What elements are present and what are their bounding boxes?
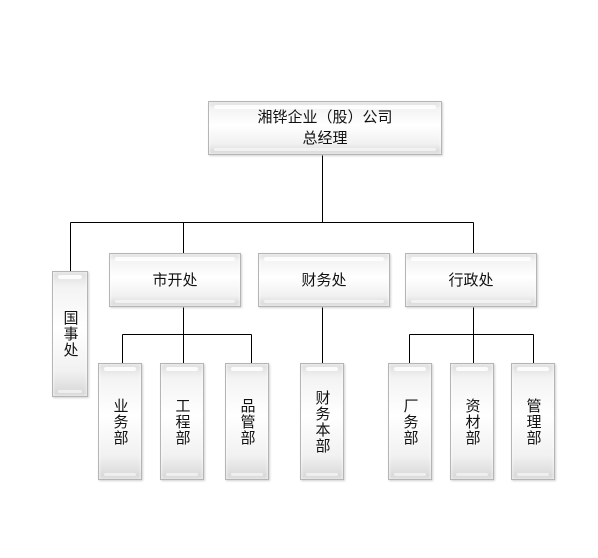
unit-label-finance-hq: 财务本部 <box>313 389 332 454</box>
unit-label-quality: 品管部 <box>238 397 257 446</box>
dept-box-market: 市开处 <box>109 253 241 307</box>
dept-box-affairs: 国事处 <box>52 271 88 397</box>
unit-box-quality: 品管部 <box>225 363 269 480</box>
dept-label-affairs: 国事处 <box>61 310 80 358</box>
unit-box-factory: 厂务部 <box>388 363 432 480</box>
root-title: 总经理 <box>302 129 348 147</box>
dept-box-admin: 行政处 <box>405 253 537 307</box>
unit-box-engineering: 工程部 <box>160 363 204 480</box>
unit-label-management: 管理部 <box>524 397 543 446</box>
unit-label-materials: 资材部 <box>463 397 482 446</box>
unit-label-engineering: 工程部 <box>173 397 192 446</box>
dept-label-market: 市开处 <box>152 270 198 289</box>
company-name: 湘铧企业（股）公司 <box>257 108 393 126</box>
root-box: 湘铧企业（股）公司 总经理 <box>208 101 442 155</box>
dept-box-finance: 财务处 <box>258 253 390 307</box>
unit-label-business: 业务部 <box>111 397 130 446</box>
unit-box-business: 业务部 <box>98 363 142 480</box>
dept-label-admin: 行政处 <box>448 270 494 289</box>
unit-label-factory: 厂务部 <box>401 397 420 446</box>
unit-box-management: 管理部 <box>511 363 555 480</box>
unit-box-finance-hq: 财务本部 <box>300 363 344 480</box>
dept-label-finance: 财务处 <box>301 270 347 289</box>
unit-box-materials: 资材部 <box>450 363 494 480</box>
